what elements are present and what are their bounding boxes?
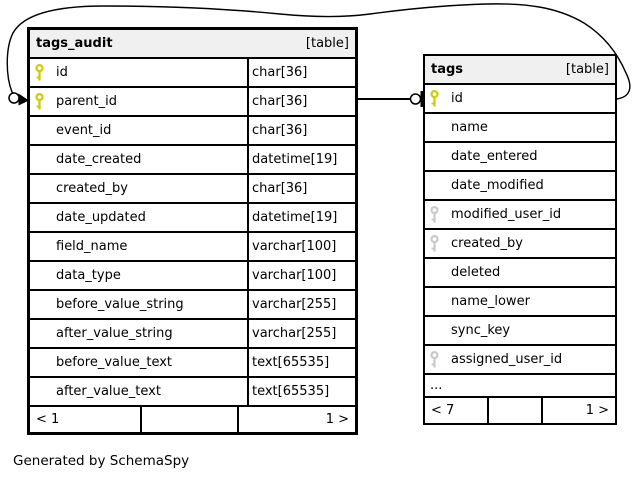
table-name: tags (431, 62, 464, 77)
column-name: date_entered (451, 149, 538, 164)
column-type: char[36] (252, 94, 308, 109)
table-header-tags[interactable]: tags [table] (425, 56, 615, 83)
column-name: date_modified (451, 178, 544, 193)
foreign-key-icon (430, 350, 439, 367)
column-name: created_by (56, 181, 128, 196)
column-name: modified_user_id (451, 207, 562, 222)
table-row: data_type varchar[100] (30, 260, 355, 289)
column-type: text[65535] (252, 355, 330, 370)
column-type: char[36] (252, 65, 308, 80)
column-name: sync_key (451, 323, 511, 338)
table-row: date_updated datetime[19] (30, 202, 355, 231)
table-row: id char[36] (30, 57, 355, 86)
hidden-columns-ellipsis: ... (425, 373, 615, 396)
primary-key-icon (430, 89, 439, 106)
column-name: id (451, 91, 463, 106)
table-row: field_name varchar[100] (30, 231, 355, 260)
table-row: date_entered (425, 141, 615, 170)
column-type: varchar[100] (252, 268, 337, 283)
column-type: varchar[100] (252, 239, 337, 254)
column-name: before_value_text (56, 355, 173, 370)
column-type: text[65535] (252, 384, 330, 399)
footer-spacer (489, 398, 543, 423)
foreign-key-icon (430, 205, 439, 222)
children-count: < 7 (425, 398, 489, 423)
column-name: name_lower (451, 294, 530, 309)
column-name: date_created (56, 152, 142, 167)
table-tag: [table] (305, 36, 349, 51)
table-row: before_value_string varchar[255] (30, 289, 355, 318)
table-node-tags: tags [table] id name date_entered (423, 54, 617, 425)
column-name: id (56, 65, 68, 80)
column-name: field_name (56, 239, 128, 254)
table-row: date_created datetime[19] (30, 144, 355, 173)
column-name: created_by (451, 236, 523, 251)
table-tag: [table] (565, 62, 609, 77)
parents-count: 1 > (325, 412, 349, 427)
foreign-key-icon (430, 234, 439, 251)
table-row: event_id char[36] (30, 115, 355, 144)
table-header-tags-audit[interactable]: tags_audit [table] (30, 30, 355, 57)
table-row: after_value_string varchar[255] (30, 318, 355, 347)
table-row: id (425, 83, 615, 112)
primary-key-icon (35, 92, 44, 109)
table-row: name (425, 112, 615, 141)
table-row: created_by char[36] (30, 173, 355, 202)
column-name: name (451, 120, 488, 135)
table-row: sync_key (425, 315, 615, 344)
primary-key-icon (35, 63, 44, 80)
table-row: name_lower (425, 286, 615, 315)
column-type: char[36] (252, 123, 308, 138)
table-row: assigned_user_id (425, 344, 615, 373)
column-type: varchar[255] (252, 326, 337, 341)
table-footer: < 7 1 > (425, 396, 615, 423)
table-row: after_value_text text[65535] (30, 376, 355, 405)
table-row: date_modified (425, 170, 615, 199)
generated-by-caption: Generated by SchemaSpy (13, 453, 190, 469)
table-row: created_by (425, 228, 615, 257)
table-row: modified_user_id (425, 199, 615, 228)
footer-spacer (142, 407, 239, 432)
column-type: varchar[255] (252, 297, 337, 312)
table-row: parent_id char[36] (30, 86, 355, 115)
cardinality-circle-icon (409, 93, 422, 105)
table-footer: < 1 1 > (30, 405, 355, 432)
column-name: after_value_string (56, 326, 173, 341)
column-name: after_value_text (56, 384, 161, 399)
column-type: datetime[19] (252, 152, 338, 167)
column-name: parent_id (56, 94, 117, 109)
column-name: date_updated (56, 210, 146, 225)
column-name: before_value_string (56, 297, 184, 312)
column-name: deleted (451, 265, 501, 280)
table-name: tags_audit (36, 36, 113, 51)
column-name: data_type (56, 268, 121, 283)
column-type: char[36] (252, 181, 308, 196)
table-row: before_value_text text[65535] (30, 347, 355, 376)
children-count: < 1 (30, 407, 142, 432)
cardinality-circle-icon (8, 92, 20, 104)
column-name: assigned_user_id (451, 352, 563, 367)
column-type: datetime[19] (252, 210, 338, 225)
table-row: deleted (425, 257, 615, 286)
table-node-tags-audit: tags_audit [table] id char[36] parent_id… (27, 27, 358, 435)
parents-count: 1 > (585, 403, 609, 418)
column-name: event_id (56, 123, 112, 138)
